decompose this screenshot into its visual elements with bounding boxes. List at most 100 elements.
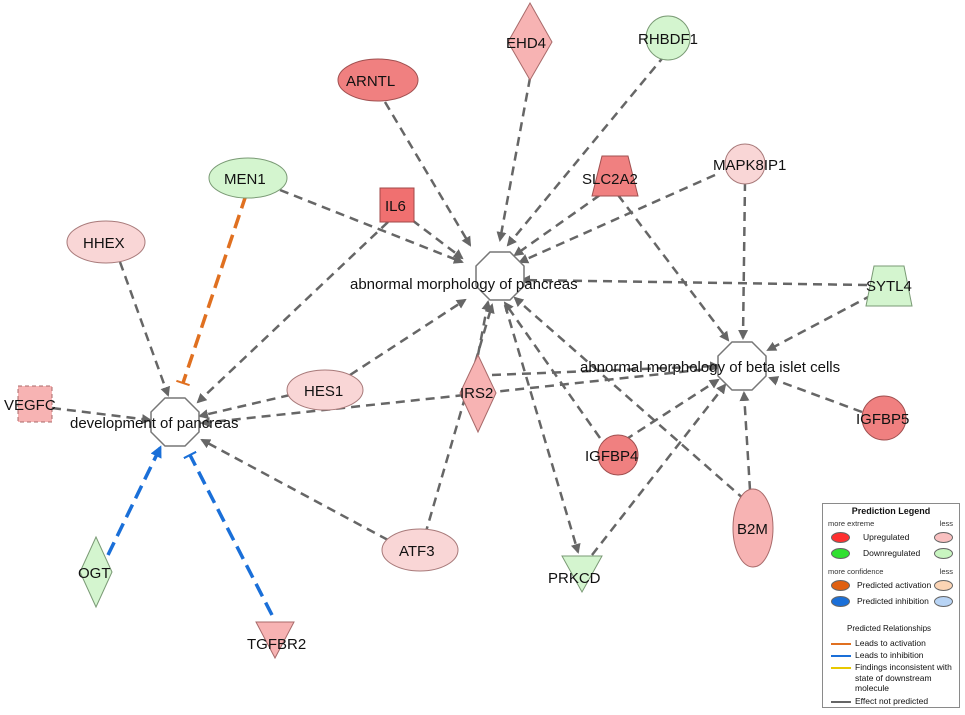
node-ogt[interactable]: OGT (78, 535, 113, 609)
function-label-dev-pancreas: development of pancreas (70, 415, 238, 432)
function-node-beta-islet[interactable]: abnormal morphology of beta islet cells (580, 341, 840, 391)
legend-not-predicted-line (831, 701, 851, 703)
node-igfbp4-label: IGFBP4 (585, 448, 638, 465)
edge-b2m-pancreas (513, 296, 746, 501)
node-irs2-label: IRS2 (460, 385, 493, 402)
node-b2m-label: B2M (737, 521, 768, 538)
edge-sytl4-beta (766, 293, 873, 352)
function-label-beta-islet: abnormal morphology of beta islet cells (580, 359, 840, 376)
edge-rhbdf1-pancreas (506, 54, 666, 247)
legend-inhibition-light-swatch (934, 596, 953, 607)
function-node-pancreas-morph[interactable]: abnormal morphology of pancreas (350, 251, 578, 301)
edge-men1-dev-inhibition (176, 194, 248, 387)
node-sytl4[interactable]: SYTL4 (865, 265, 913, 307)
edges (51, 54, 873, 556)
node-arntl-label: ARNTL (346, 73, 395, 90)
edge-prkcd-beta (591, 383, 727, 556)
edge-irs2-beta (491, 361, 720, 377)
node-il6[interactable]: IL6 (379, 187, 415, 223)
function-label-pancreas-morph: abnormal morphology of pancreas (350, 276, 578, 293)
legend-downregulated: Downregulated (863, 548, 921, 558)
edge-atf3-pancreas (423, 303, 495, 536)
node-hhex[interactable]: HHEX (66, 220, 146, 264)
edge-igfbp4-beta (624, 378, 720, 442)
edge-ehd4-pancreas (496, 77, 532, 242)
node-vegfc-label: VEGFC (4, 397, 56, 414)
edge-mapk8ip1-pancreas (518, 173, 716, 264)
legend-findings-inconsistent: Findings inconsistent with state of down… (855, 662, 952, 693)
legend-less-2: less (939, 567, 953, 576)
node-slc2a2-label: SLC2A2 (582, 171, 638, 188)
legend-predicted-activation: Predicted activation (857, 580, 932, 590)
legend-leads-inhibition: Leads to inhibition (855, 650, 924, 660)
legend-upregulated: Upregulated (863, 532, 910, 542)
node-men1-label: MEN1 (224, 171, 266, 188)
legend-activation-strong-swatch (831, 580, 850, 591)
node-slc2a2[interactable]: SLC2A2 (582, 155, 639, 197)
edge-men1-pancreas (279, 188, 464, 264)
node-rhbdf1[interactable]: RHBDF1 (638, 15, 698, 61)
edge-sytl4-pancreas (520, 275, 868, 287)
node-il6-label: IL6 (385, 198, 406, 215)
edge-igfbp5-beta (768, 376, 863, 414)
node-igfbp4[interactable]: IGFBP4 (585, 434, 639, 476)
node-mapk8ip1[interactable]: MAPK8IP1 (713, 143, 786, 185)
legend-downregulated-light-swatch (934, 548, 953, 559)
node-rhbdf1-label: RHBDF1 (638, 31, 698, 48)
node-ehd4[interactable]: EHD4 (506, 1, 553, 81)
edge-b2m-beta (739, 391, 752, 491)
function-node-dev-pancreas[interactable]: development of pancreas (70, 397, 238, 447)
edge-ogt-dev-activation (106, 445, 162, 556)
node-ogt-label: OGT (78, 565, 111, 582)
node-hes1[interactable]: HES1 (286, 369, 364, 411)
legend-downregulated-strong-swatch (831, 548, 850, 559)
node-hhex-label: HHEX (83, 235, 125, 252)
edge-slc2a2-beta (617, 194, 730, 342)
edge-mapk8ip1-beta (738, 181, 749, 340)
node-igfbp5[interactable]: IGFBP5 (856, 395, 909, 441)
node-prkcd[interactable]: PRKCD (548, 555, 603, 594)
node-atf3-label: ATF3 (399, 543, 435, 560)
node-men1[interactable]: MEN1 (208, 157, 288, 199)
edge-tgfbr2-dev-inhibition (183, 450, 274, 616)
legend-more-extreme: more extreme (828, 519, 875, 528)
legend-effect-not-predicted: Effect not predicted (855, 696, 929, 706)
node-atf3[interactable]: ATF3 (381, 528, 459, 572)
node-arntl[interactable]: ARNTL (337, 58, 419, 102)
edge-vegfc-dev (51, 406, 152, 424)
legend-inconsistent-line (831, 667, 851, 669)
node-tgfbr2[interactable]: TGFBR2 (247, 621, 306, 660)
edge-igfbp4-pancreas (503, 301, 602, 439)
node-mapk8ip1-label: MAPK8IP1 (713, 157, 786, 174)
edge-arntl-pancreas (383, 101, 472, 247)
node-vegfc[interactable]: VEGFC (4, 385, 56, 423)
node-tgfbr2-label: TGFBR2 (247, 636, 306, 653)
edge-il6-dev (196, 221, 389, 404)
node-b2m[interactable]: B2M (732, 488, 774, 568)
edge-hes1-dev (198, 393, 291, 420)
legend-upregulated-light-swatch (934, 532, 953, 543)
edge-slc2a2-pancreas (513, 193, 601, 257)
edge-hes1-pancreas (349, 298, 467, 377)
legend-predicted-inhibition: Predicted inhibition (857, 596, 929, 606)
node-prkcd-label: PRKCD (548, 570, 601, 587)
legend-less-1: less (939, 519, 953, 528)
node-sytl4-label: SYTL4 (866, 278, 912, 295)
edge-il6-pancreas (411, 219, 464, 260)
edge-beta-dev (200, 366, 719, 428)
legend-activation-light-swatch (934, 580, 953, 591)
node-igfbp5-label: IGFBP5 (856, 411, 909, 428)
edge-pancreas-prkcd (503, 304, 581, 554)
legend-inhibition-line (831, 655, 851, 657)
node-hes1-label: HES1 (304, 383, 343, 400)
legend-title: Prediction Legend (851, 506, 931, 516)
legend-upregulated-strong-swatch (831, 532, 850, 543)
legend-activation-line (831, 643, 851, 645)
legend-more-confidence: more confidence (828, 567, 884, 576)
node-ehd4-label: EHD4 (506, 35, 546, 52)
edge-hhex-dev (118, 261, 170, 397)
edge-atf3-dev (200, 438, 389, 542)
legend-inhibition-strong-swatch (831, 596, 850, 607)
node-irs2[interactable]: IRS2 (459, 353, 497, 434)
